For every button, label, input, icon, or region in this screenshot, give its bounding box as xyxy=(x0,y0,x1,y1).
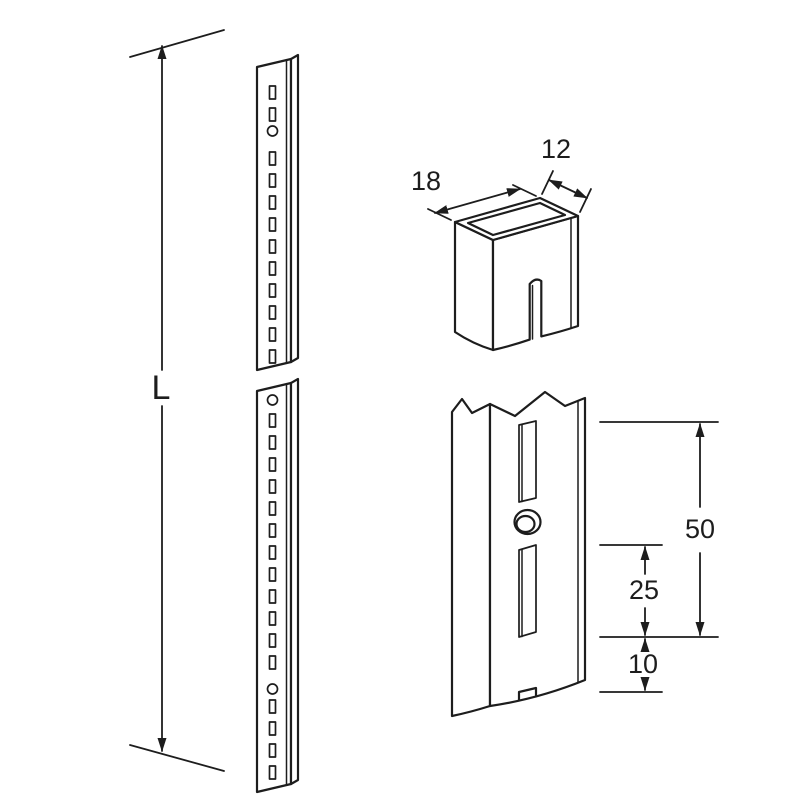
screw-hole-inner xyxy=(515,514,536,534)
rail-side-face xyxy=(289,53,300,364)
hook-slot-partial xyxy=(517,686,538,702)
dimension-18: 18 xyxy=(411,166,537,221)
profile-section-view xyxy=(453,196,580,352)
rail-lower-segment xyxy=(255,377,300,794)
section-top-face xyxy=(453,196,580,242)
section-side-face xyxy=(453,220,495,352)
mounting-hole xyxy=(266,125,279,137)
span10-label: 10 xyxy=(628,649,658,679)
extension-line-top xyxy=(129,29,225,58)
extension-line xyxy=(427,208,452,221)
length-label: L xyxy=(152,369,171,407)
slot-column xyxy=(268,413,277,780)
extension-line xyxy=(512,184,537,197)
dimension-25: 25 xyxy=(629,546,659,636)
section-cavity xyxy=(466,201,567,237)
extension-line xyxy=(579,188,592,213)
detail-front-face xyxy=(488,390,587,708)
detail-extension-lines xyxy=(599,421,719,693)
dimension-line xyxy=(548,179,588,199)
extension-line-bottom xyxy=(129,744,225,772)
depth-label: 12 xyxy=(541,134,571,164)
span50-label: 50 xyxy=(685,514,715,544)
span25-label: 25 xyxy=(629,575,659,605)
mounting-hole xyxy=(266,683,279,695)
dimension-line xyxy=(434,188,521,214)
detail-side-face xyxy=(450,397,492,718)
width-label: 18 xyxy=(411,166,441,196)
dimension-50: 50 xyxy=(685,423,715,636)
hook-slot-lower xyxy=(518,544,537,638)
dimension-12: 12 xyxy=(541,134,592,213)
rail-side-face xyxy=(289,377,300,786)
dimension-L: L xyxy=(129,29,225,772)
mounting-hole xyxy=(266,394,279,406)
extension-line xyxy=(541,170,554,195)
dimension-10: 10 xyxy=(628,638,658,691)
hook-slot-upper xyxy=(518,420,537,503)
slot-detail-view xyxy=(450,390,587,718)
section-front-face xyxy=(491,214,580,352)
rail-upper-segment xyxy=(255,53,300,372)
slot-column xyxy=(268,85,277,364)
